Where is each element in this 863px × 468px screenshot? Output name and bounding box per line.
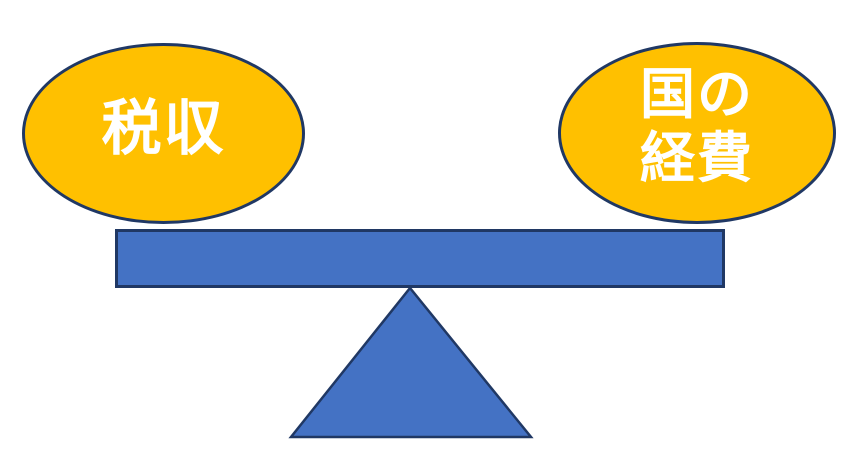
right-weight-label-line1: 国の: [639, 63, 754, 126]
left-weight-label: 税収: [101, 95, 226, 162]
balance-beam: [115, 229, 725, 288]
fulcrum-triangle: [288, 286, 534, 439]
right-weight-ellipse: 国の 経費: [558, 42, 836, 224]
left-weight-ellipse: 税収: [22, 43, 305, 224]
right-weight-label-line2: 経費: [639, 127, 754, 189]
right-weight-label: 国の 経費: [640, 63, 754, 191]
